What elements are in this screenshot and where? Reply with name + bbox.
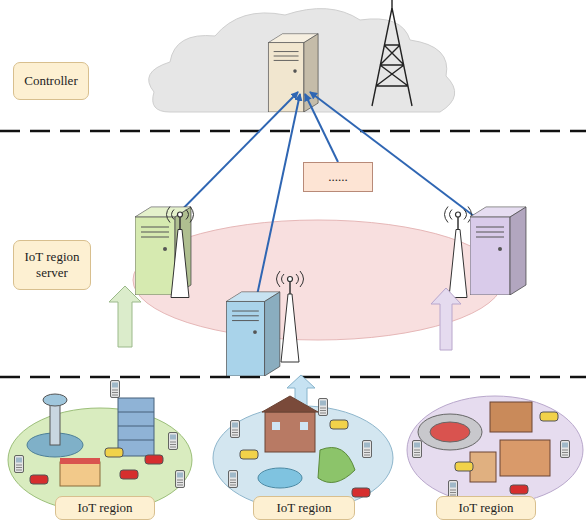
region-servers — [135, 207, 526, 377]
tower — [372, 0, 412, 106]
iot-region-right — [407, 396, 583, 504]
ellipsis-box: ...... — [303, 162, 373, 192]
iot-region-left — [8, 381, 192, 513]
region-label: IoT region — [436, 496, 536, 520]
node-text: IoT region — [277, 500, 332, 516]
node-text: IoT region — [459, 500, 514, 516]
layer-label: IoT region server — [13, 240, 91, 290]
iot-region-middle — [213, 396, 393, 510]
node-text: Controller — [24, 73, 77, 89]
region-label: IoT region — [253, 496, 355, 520]
node-text: ...... — [328, 169, 348, 185]
node-text: IoT region — [78, 500, 133, 516]
layer-label: Controller — [13, 62, 89, 100]
node-text: IoT region server — [20, 249, 84, 280]
upload-arrows — [109, 286, 461, 415]
dashed-separators — [0, 131, 586, 377]
controller-server — [268, 34, 318, 112]
uplink-lines — [160, 92, 495, 300]
cloud — [149, 9, 455, 112]
region-label: IoT region — [55, 496, 155, 520]
